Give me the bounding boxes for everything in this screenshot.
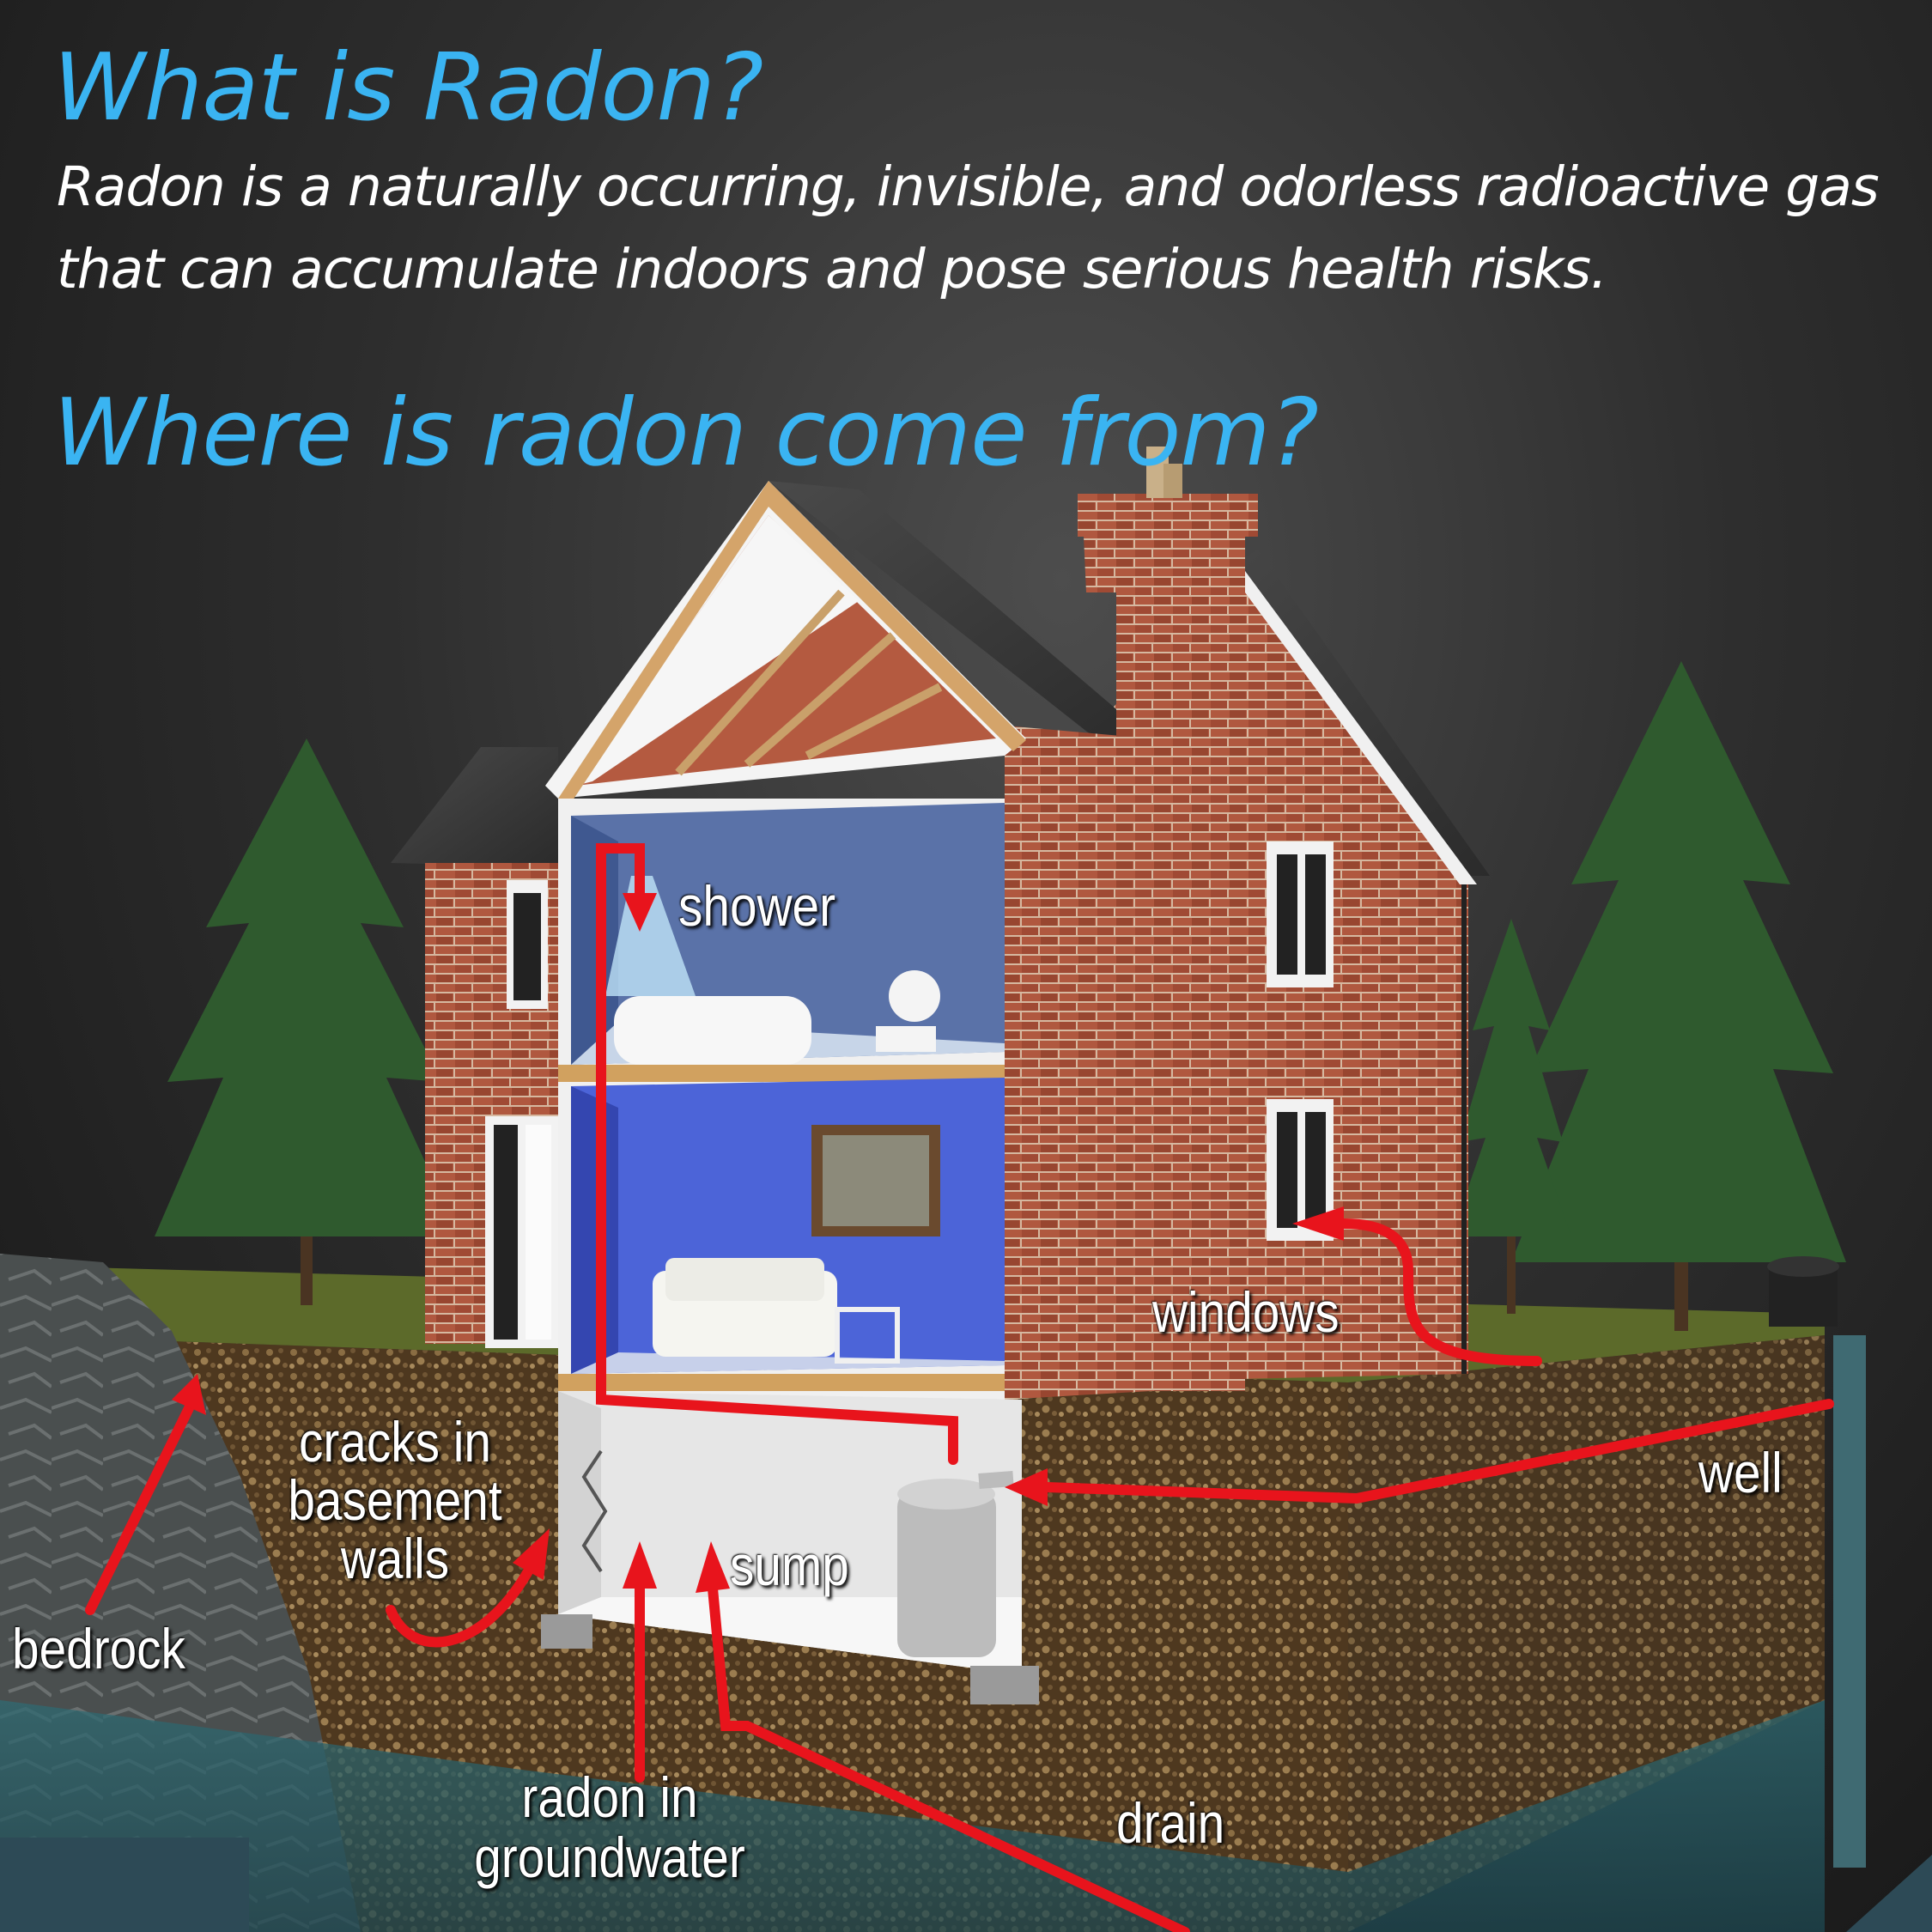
well <box>1767 1256 1866 1868</box>
tree-small <box>1451 919 1571 1314</box>
main-side-wall <box>1005 726 1151 1400</box>
label-sump: sump <box>730 1534 849 1597</box>
label-windows: windows <box>1152 1280 1340 1344</box>
well-shaft <box>1833 1335 1866 1868</box>
arrow-windows <box>1292 1206 1344 1241</box>
arrow-windows-line <box>1339 1218 1542 1366</box>
intro-text: Radon is a naturally occurring, invisibl… <box>57 155 1880 301</box>
label-radon-in-groundwater: radon in groundwater <box>462 1767 757 1887</box>
main-roof <box>769 481 1151 751</box>
bathtub <box>614 996 811 1065</box>
arrow-bedrock-line <box>85 1403 194 1615</box>
arrow-shower <box>623 893 657 932</box>
page-title: What is Radon? <box>53 34 763 142</box>
label-line: radon in <box>521 1765 698 1829</box>
label-line: cracks in <box>299 1410 491 1473</box>
arrow-well-line <box>1042 1399 1834 1504</box>
arrow-groundwater <box>623 1541 657 1589</box>
bottom-band <box>0 1838 249 1932</box>
label-cracks-in-basement-walls: cracks in basement walls <box>276 1413 513 1588</box>
chimney <box>1082 498 1245 1391</box>
radon-arrows <box>85 843 1834 1932</box>
tree-right <box>1511 661 1846 1331</box>
section-heading: Where is radon come from? <box>53 380 1319 487</box>
arrow-cracks-line <box>386 1566 533 1648</box>
label-shower: shower <box>678 874 835 938</box>
wall-crack <box>581 1449 608 1573</box>
label-line: walls <box>340 1527 450 1590</box>
footing-right <box>970 1666 1039 1704</box>
toilet <box>889 970 940 1022</box>
groundwater-layer <box>0 1700 1825 1932</box>
soil-side <box>1348 1335 1825 1932</box>
tree-left <box>155 738 459 1305</box>
arrow-drain-line <box>708 1583 1190 1932</box>
bottom-band-right <box>1846 1855 1932 1932</box>
left-wing-roof <box>391 747 558 867</box>
arrow-bedrock <box>172 1374 206 1415</box>
side-table <box>835 1307 900 1364</box>
footing-left <box>541 1614 592 1649</box>
arrow-well <box>1005 1468 1048 1506</box>
arrow-cracks <box>513 1528 550 1580</box>
shower-spray <box>605 876 696 996</box>
house <box>391 447 1490 1704</box>
arrow-drain <box>696 1541 730 1593</box>
label-well: well <box>1698 1441 1783 1504</box>
sump-tank <box>897 1490 996 1657</box>
label-line: basement <box>288 1468 502 1532</box>
label-bedrock: bedrock <box>12 1617 185 1680</box>
label-drain: drain <box>1116 1791 1225 1855</box>
pipe-to-shower <box>596 843 958 1465</box>
label-line: groundwater <box>474 1826 745 1889</box>
